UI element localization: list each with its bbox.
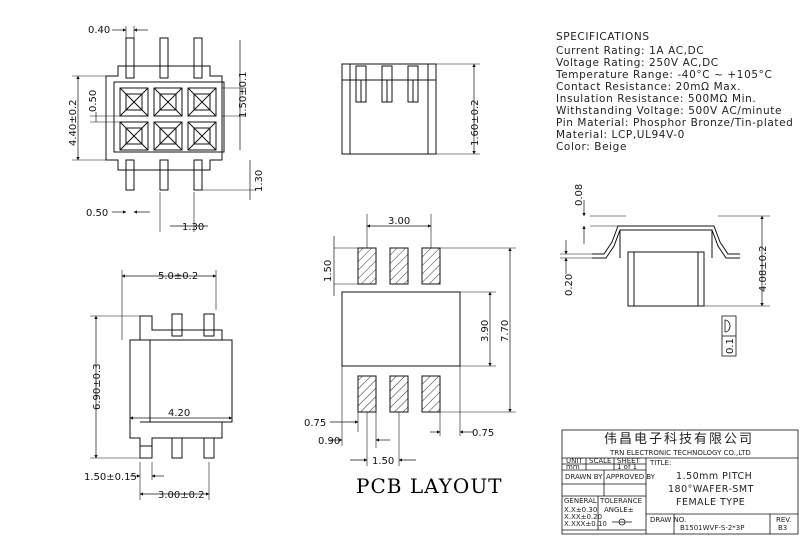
tolerance-label: TOLERANCE xyxy=(599,497,642,505)
dim-150-01: 1.50±0.1 xyxy=(238,71,249,118)
pcb-dim-300: 3.00 xyxy=(388,216,410,227)
draw-no-value: B1501WVF-S-2*3P xyxy=(680,524,744,532)
pcb-dim-075-right: 0.75 xyxy=(472,428,494,439)
top-pin xyxy=(125,37,135,79)
spec-line: Color: Beige xyxy=(556,141,627,153)
drawn-by-label: DRAWN BY xyxy=(565,473,603,481)
top-pin xyxy=(125,159,135,191)
dim-50-02: 5.0±0.2 xyxy=(158,271,198,282)
rev-label: REV. xyxy=(776,516,791,524)
pcb-dim-090: 0.90 xyxy=(318,436,340,447)
spec-line: Pin Material: Phosphor Bronze/Tin-plated xyxy=(556,117,793,129)
top-pin xyxy=(159,159,169,191)
sheet-value: 1 of 1 xyxy=(617,463,637,471)
spec-heading: SPECIFICATIONS xyxy=(556,31,650,43)
top-view xyxy=(72,26,256,232)
spec-line: Material: LCP,UL94V-0 xyxy=(556,129,685,141)
spec-line: Insulation Resistance: 500MΩ Min. xyxy=(556,93,756,105)
dim-050-h: 0.50 xyxy=(86,208,108,219)
side-dim-008: 0.08 xyxy=(574,184,585,206)
dim-300-02: 3.00±0.2 xyxy=(158,490,205,501)
dim-130-h: 1.30 xyxy=(182,222,204,233)
tolerance-1: X.X±0.30 xyxy=(564,506,597,514)
pcb-pad xyxy=(389,375,409,413)
dim-160-02: 1.60±0.2 xyxy=(470,99,481,146)
cavity-grid xyxy=(119,87,217,151)
top-pin xyxy=(159,37,169,79)
title-label: TITLE: xyxy=(649,459,671,467)
title-line-3: FEMALE TYPE xyxy=(676,497,745,508)
spec-line: Contact Resistance: 20mΩ Max. xyxy=(556,81,741,93)
front-body xyxy=(341,63,437,155)
bottom-view xyxy=(90,270,233,500)
pcb-dim-075-left: 0.75 xyxy=(304,418,326,429)
pcb-pad xyxy=(421,247,441,285)
dim-440-02: 4.40±0.2 xyxy=(68,99,79,146)
specifications-block: SPECIFICATIONS Current Rating: 1A AC,DC … xyxy=(555,31,793,153)
company-name-cn: 伟昌电子科技有限公司 xyxy=(604,432,754,447)
pcb-dim-770: 7.70 xyxy=(500,320,511,342)
dim-050-v: 0.50 xyxy=(88,90,99,112)
dim-040: 0.40 xyxy=(88,25,110,36)
side-view xyxy=(560,200,770,357)
pcb-pad xyxy=(421,375,441,413)
side-dim-408-02: 4.08±0.2 xyxy=(758,245,769,292)
approved-by-label: APPROVED BY xyxy=(606,473,656,481)
title-line-2: 180°WAFER-SMT xyxy=(668,484,754,495)
dim-150-015: 1.50±0.15 xyxy=(84,472,137,483)
tolerance-2: X.XX±0.20 xyxy=(564,513,602,521)
unit-label: UNIT xyxy=(566,457,583,465)
unit-value: mm xyxy=(566,463,580,471)
draw-no-label: DRAW NO. xyxy=(650,516,686,524)
side-body xyxy=(627,251,705,307)
spec-line: Withstanding Voltage: 500V AC/minute xyxy=(556,105,782,117)
dim-690-03: 6.90±0.3 xyxy=(92,363,103,410)
spec-line: Temperature Range: -40°C ~ +105°C xyxy=(555,69,772,81)
pcb-layout-view xyxy=(330,214,516,466)
dim-130-v: 1.30 xyxy=(254,170,265,192)
top-pin xyxy=(193,37,203,79)
title-block xyxy=(561,429,799,535)
pcb-body-outline xyxy=(341,291,461,367)
bottom-body xyxy=(129,315,233,447)
company-name-en: TRN ELECTRONIC TECHNOLOGY CO.,LTD xyxy=(609,449,751,457)
pcb-dim-150-v: 1.50 xyxy=(323,260,334,282)
general-label: GENERAL xyxy=(564,497,597,505)
side-profile-outer xyxy=(592,225,740,255)
angle-label: ANGLE± xyxy=(604,506,634,514)
pcb-pad xyxy=(357,247,377,285)
spec-line: Current Rating: 1A AC,DC xyxy=(556,45,704,57)
pcb-layout-title: PCB LAYOUT xyxy=(356,474,503,498)
scale-label: SCALE xyxy=(589,457,611,465)
flatness-value: 0.1 xyxy=(725,338,736,354)
top-pin xyxy=(193,159,203,191)
dim-420: 4.20 xyxy=(168,408,190,419)
side-dim-020: 0.20 xyxy=(564,274,575,296)
pcb-dim-390: 3.90 xyxy=(480,320,491,342)
title-line-1: 1.50mm PITCH xyxy=(676,471,752,482)
front-view xyxy=(341,63,480,155)
pcb-dim-150-h: 1.50 xyxy=(372,456,394,467)
pcb-pad xyxy=(389,247,409,285)
sheet-label: SHEET xyxy=(617,457,641,465)
spec-line: Voltage Rating: 250V AC,DC xyxy=(556,57,719,69)
tolerance-3: X.XXX±0.10 xyxy=(564,520,607,528)
pcb-pad xyxy=(357,375,377,413)
rev-value: B3 xyxy=(778,524,787,532)
